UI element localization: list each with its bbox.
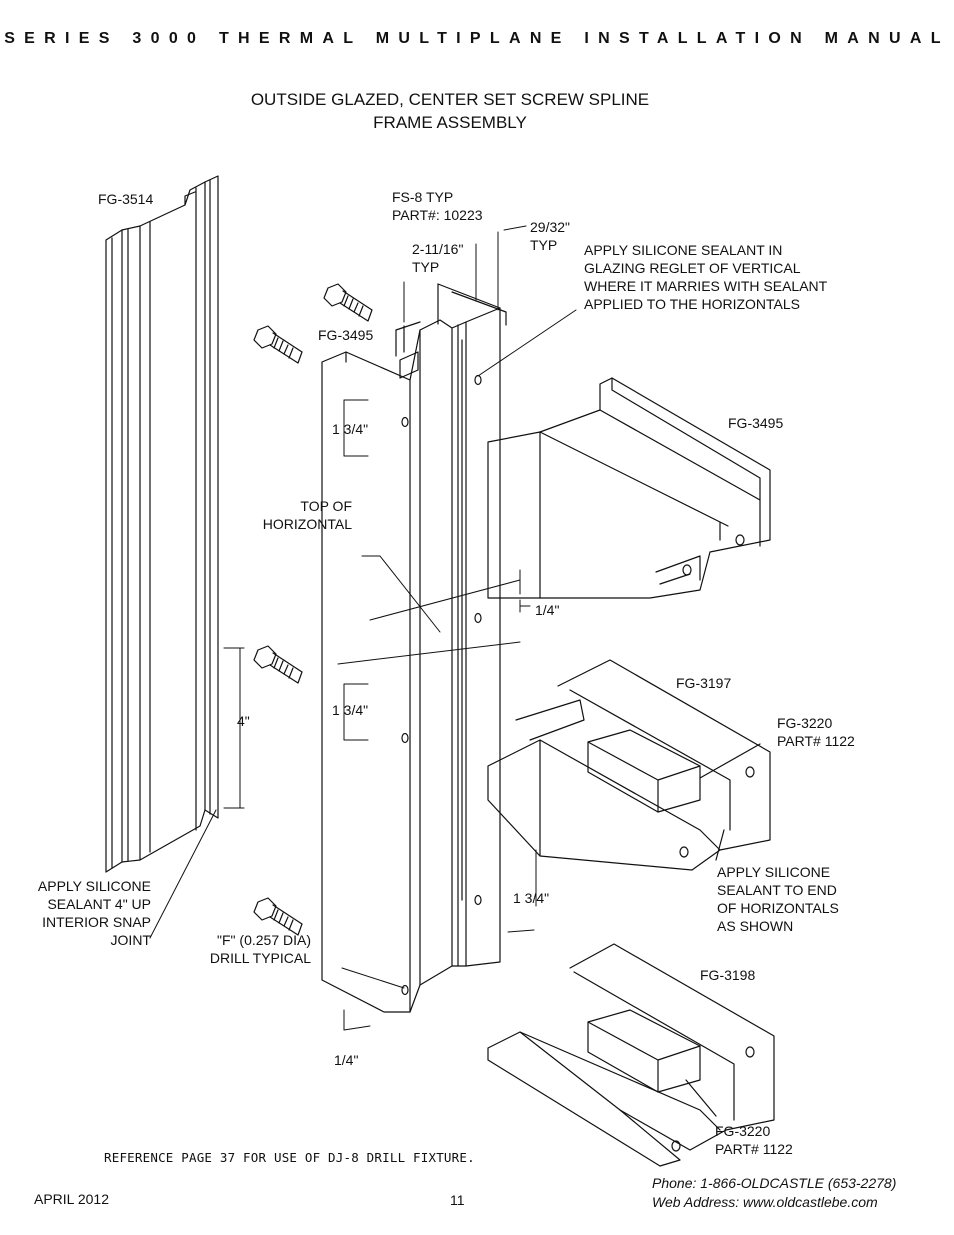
label-fs8: FS-8 TYP PART#: 10223: [392, 188, 483, 224]
drawing-title-line2: FRAME ASSEMBLY: [373, 113, 527, 132]
footer-web: Web Address: www.oldcastlebe.com: [652, 1194, 878, 1210]
footer-phone: Phone: 1-866-OLDCASTLE (653-2278): [652, 1175, 897, 1191]
label-fs8-line2: PART#: 10223: [392, 207, 483, 223]
drill-hole-2: [401, 732, 409, 744]
dim-29-32-line2: TYP: [530, 237, 558, 253]
note-sealant-end-line3: OF HORIZONTALS: [717, 900, 839, 916]
note-sealant-snap-line1: APPLY SILICONE: [37, 878, 151, 894]
note-sealant-snap-line3: INTERIOR SNAP: [42, 914, 151, 930]
dim-1-3-4-mid: 1 3/4": [332, 702, 369, 718]
drill-hole-4: [474, 612, 482, 624]
label-fg3495-vertical: FG-3495: [318, 327, 374, 343]
label-fg3220-a: FG-3220 PART# 1122: [777, 714, 855, 750]
drill-hole-1: [401, 416, 409, 428]
note-sealant-reglet-line4: APPLIED TO THE HORIZONTALS: [584, 296, 801, 312]
label-top-of-horizontal: TOP OF HORIZONTAL: [252, 497, 352, 533]
label-fg3198: FG-3198: [700, 967, 756, 983]
dim-2-11-16: 2-11/16" TYP: [412, 240, 463, 276]
label-fs8-line1: FS-8 TYP: [392, 189, 454, 205]
note-drill-line2: DRILL TYPICAL: [209, 950, 311, 966]
fg3197-horizontal: [487, 659, 771, 871]
label-fg3220-a-line2: PART# 1122: [777, 733, 855, 749]
label-fg3220-a-line1: FG-3220: [777, 715, 833, 731]
label-fg3220-b: FG-3220 PART# 1122: [715, 1122, 793, 1158]
drawing-title: OUTSIDE GLAZED, CENTER SET SCREW SPLINE …: [190, 88, 710, 134]
dim-1-3-4-low: 1 3/4": [513, 890, 550, 906]
footer-date: APRIL 2012: [34, 1191, 109, 1207]
fg3514-extrusion: [105, 175, 219, 873]
fs8-screw-4: [253, 897, 303, 936]
footer-contact: Phone: 1-866-OLDCASTLE (653-2278) Web Ad…: [652, 1174, 896, 1212]
note-drill-line1: "F" (0.257 DIA): [217, 932, 311, 948]
dim-2-11-16-line1: 2-11/16": [412, 241, 464, 257]
note-sealant-end: APPLY SILICONE SEALANT TO END OF HORIZON…: [717, 863, 839, 935]
label-top-of-horizontal-line2: HORIZONTAL: [262, 516, 352, 532]
dim-2-11-16-line2: TYP: [412, 259, 440, 275]
label-fg3495-horizontal: FG-3495: [728, 415, 784, 431]
note-drill: "F" (0.257 DIA) DRILL TYPICAL: [190, 931, 311, 967]
label-fg3197: FG-3197: [676, 675, 732, 691]
note-sealant-reglet-line1: APPLY SILICONE SEALANT IN: [584, 242, 783, 258]
dim-29-32-line1: 29/32": [530, 219, 571, 235]
note-sealant-end-line4: AS SHOWN: [717, 918, 794, 934]
drill-hole-3: [401, 984, 409, 996]
note-sealant-snap-line2: SEALANT 4" UP: [47, 896, 151, 912]
drill-hole-6: [474, 374, 482, 386]
dim-1-4-bottom: 1/4": [334, 1052, 359, 1068]
note-sealant-reglet-line2: GLAZING REGLET OF VERTICAL: [584, 260, 801, 276]
dim-1-3-4-top: 1 3/4": [332, 421, 369, 437]
label-fg3514: FG-3514: [98, 191, 154, 207]
dim-4-inch: 4": [237, 713, 250, 729]
fg3495-vertical-mullion: [321, 283, 507, 1013]
fg3495-horizontal: [487, 377, 771, 599]
dim-1-4-right: 1/4": [535, 602, 560, 618]
note-sealant-end-line1: APPLY SILICONE: [717, 864, 831, 880]
fs8-screw-3: [253, 645, 303, 684]
drill-hole-5: [474, 894, 482, 906]
label-top-of-horizontal-line1: TOP OF: [300, 498, 352, 514]
label-fg3220-b-line1: FG-3220: [715, 1123, 771, 1139]
manual-header: SERIES 3000 THERMAL MULTIPLANE INSTALLAT…: [4, 30, 950, 47]
dimension-lines: [149, 225, 577, 1031]
fs8-screw-2: [253, 325, 303, 364]
note-sealant-reglet: APPLY SILICONE SEALANT IN GLAZING REGLET…: [584, 241, 827, 313]
note-sealant-snap: APPLY SILICONE SEALANT 4" UP INTERIOR SN…: [20, 877, 151, 949]
note-sealant-reglet-line3: WHERE IT MARRIES WITH SEALANT: [584, 278, 828, 294]
reference-note: REFERENCE PAGE 37 FOR USE OF DJ-8 DRILL …: [104, 1150, 475, 1165]
drawing-title-line1: OUTSIDE GLAZED, CENTER SET SCREW SPLINE: [250, 90, 650, 109]
label-fg3220-b-line2: PART# 1122: [715, 1141, 793, 1157]
note-sealant-snap-line4: JOINT: [110, 932, 151, 948]
fs8-screw-1: [323, 283, 373, 322]
footer-page-number: 11: [450, 1192, 465, 1208]
note-sealant-end-line2: SEALANT TO END: [717, 882, 837, 898]
fg3198-horizontal: [487, 943, 775, 1167]
dim-29-32: 29/32" TYP: [530, 218, 570, 254]
